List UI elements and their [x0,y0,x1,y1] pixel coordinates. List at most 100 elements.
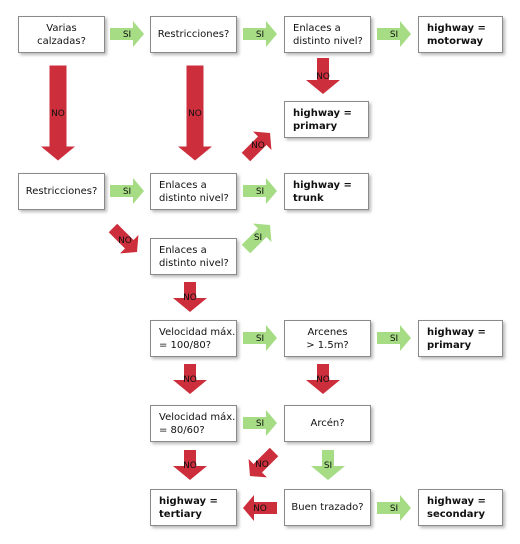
si-arrow [377,495,411,521]
node-arcenes: Arcenes > 1.5m? [284,320,371,357]
node-label: Enlaces a distinto nivel? [159,179,229,204]
no-label: NO [188,109,202,119]
arrow-shape [377,21,411,47]
node-enlaces-1: Enlaces a distinto nivel? [284,16,371,53]
arrow-shape [377,495,411,521]
node-label: highway = tertiary [159,495,218,520]
node-label: Velocidad máx. = 100/80? [159,326,236,351]
no-arrow [173,282,207,312]
node-label: Enlaces a distinto nivel? [293,22,363,47]
node-velocidad-80-60: Velocidad máx. = 80/60? [150,405,237,442]
arrow-shape [173,450,207,480]
no-arrow [243,495,277,521]
si-label: SI [256,30,264,40]
node-label: Restricciones? [157,29,230,40]
node-restricciones-1: Restricciones? [150,16,237,53]
si-arrow [377,325,411,351]
no-arrow [41,65,75,161]
no-label: NO [183,461,197,471]
arrow-shape [306,58,340,94]
si-label: SI [390,30,398,40]
arrow-shape [178,65,212,161]
arrow-shape [110,178,144,204]
si-label: SI [256,187,264,197]
no-arrow [173,450,207,480]
node-restricciones-2: Restricciones? [18,173,105,210]
si-arrow [243,178,277,204]
no-label: NO [316,72,330,82]
node-label: highway = primary [427,326,486,351]
node-highway-motorway: highway = motorway [418,16,503,53]
arrow-shape [243,410,277,436]
si-label: SI [390,504,398,514]
arrow-shape [241,131,272,162]
si-arrow [377,21,411,47]
node-highway-primary-1: highway = primary [284,101,369,138]
node-label: Restricciones? [25,186,98,197]
si-label: SI [390,334,398,344]
arrow-shape [243,495,277,521]
no-label: NO [251,141,265,151]
arrow-shape [173,364,207,394]
node-label: highway = trunk [293,179,352,204]
si-arrow [110,178,144,204]
arrow-shape [243,325,277,351]
node-highway-tertiary: highway = tertiary [150,489,237,526]
node-highway-secondary: highway = secondary [418,489,503,526]
si-arrow [243,21,277,47]
no-arrow [178,65,212,161]
si-label: SI [256,419,264,429]
arrow-shape [248,447,279,478]
node-label: highway = primary [293,107,352,132]
node-label: highway = secondary [427,495,486,520]
no-arrow [241,131,272,162]
arrow-shape [173,282,207,312]
si-label: SI [123,187,131,197]
node-label: Arcenes > 1.5m? [306,326,349,351]
si-arrow [243,410,277,436]
arrow-shape [241,223,272,254]
no-label: NO [253,504,267,514]
no-label: NO [118,236,132,246]
node-velocidad-100-80: Velocidad máx. = 100/80? [150,320,237,357]
node-varias-calzadas: Varias calzadas? [18,16,105,53]
no-label: NO [51,109,65,119]
no-arrow [306,364,340,394]
node-buen-trazado: Buen trazado? [284,489,371,526]
node-enlaces-3: Enlaces a distinto nivel? [150,238,237,275]
node-label: Varias calzadas? [37,22,86,47]
node-label: Arcén? [310,418,345,429]
arrow-shape [243,21,277,47]
arrow-shape [311,450,345,480]
no-arrow [108,223,139,254]
si-arrow [241,223,272,254]
si-arrow [110,21,144,47]
arrow-shape [108,223,139,254]
node-enlaces-2: Enlaces a distinto nivel? [150,173,237,210]
node-label: highway = motorway [427,22,486,47]
no-arrow [248,447,279,478]
arrow-shape [377,325,411,351]
si-label: SI [123,30,131,40]
si-label: SI [324,461,332,471]
si-label: SI [254,233,262,243]
no-arrow [306,58,340,94]
arrow-shape [306,364,340,394]
node-label: Buen trazado? [291,502,364,513]
no-label: NO [183,293,197,303]
node-highway-trunk: highway = trunk [284,173,369,210]
no-label: NO [316,375,330,385]
no-arrow [173,364,207,394]
arrow-shape [110,21,144,47]
si-arrow [311,450,345,480]
node-highway-primary-2: highway = primary [418,320,503,357]
node-arcen: Arcén? [284,405,371,442]
no-label: NO [183,375,197,385]
si-label: SI [256,334,264,344]
node-label: Velocidad máx. = 80/60? [159,411,236,436]
arrow-shape [41,65,75,161]
no-label: NO [255,460,269,470]
arrow-shape [243,178,277,204]
node-label: Enlaces a distinto nivel? [159,244,229,269]
